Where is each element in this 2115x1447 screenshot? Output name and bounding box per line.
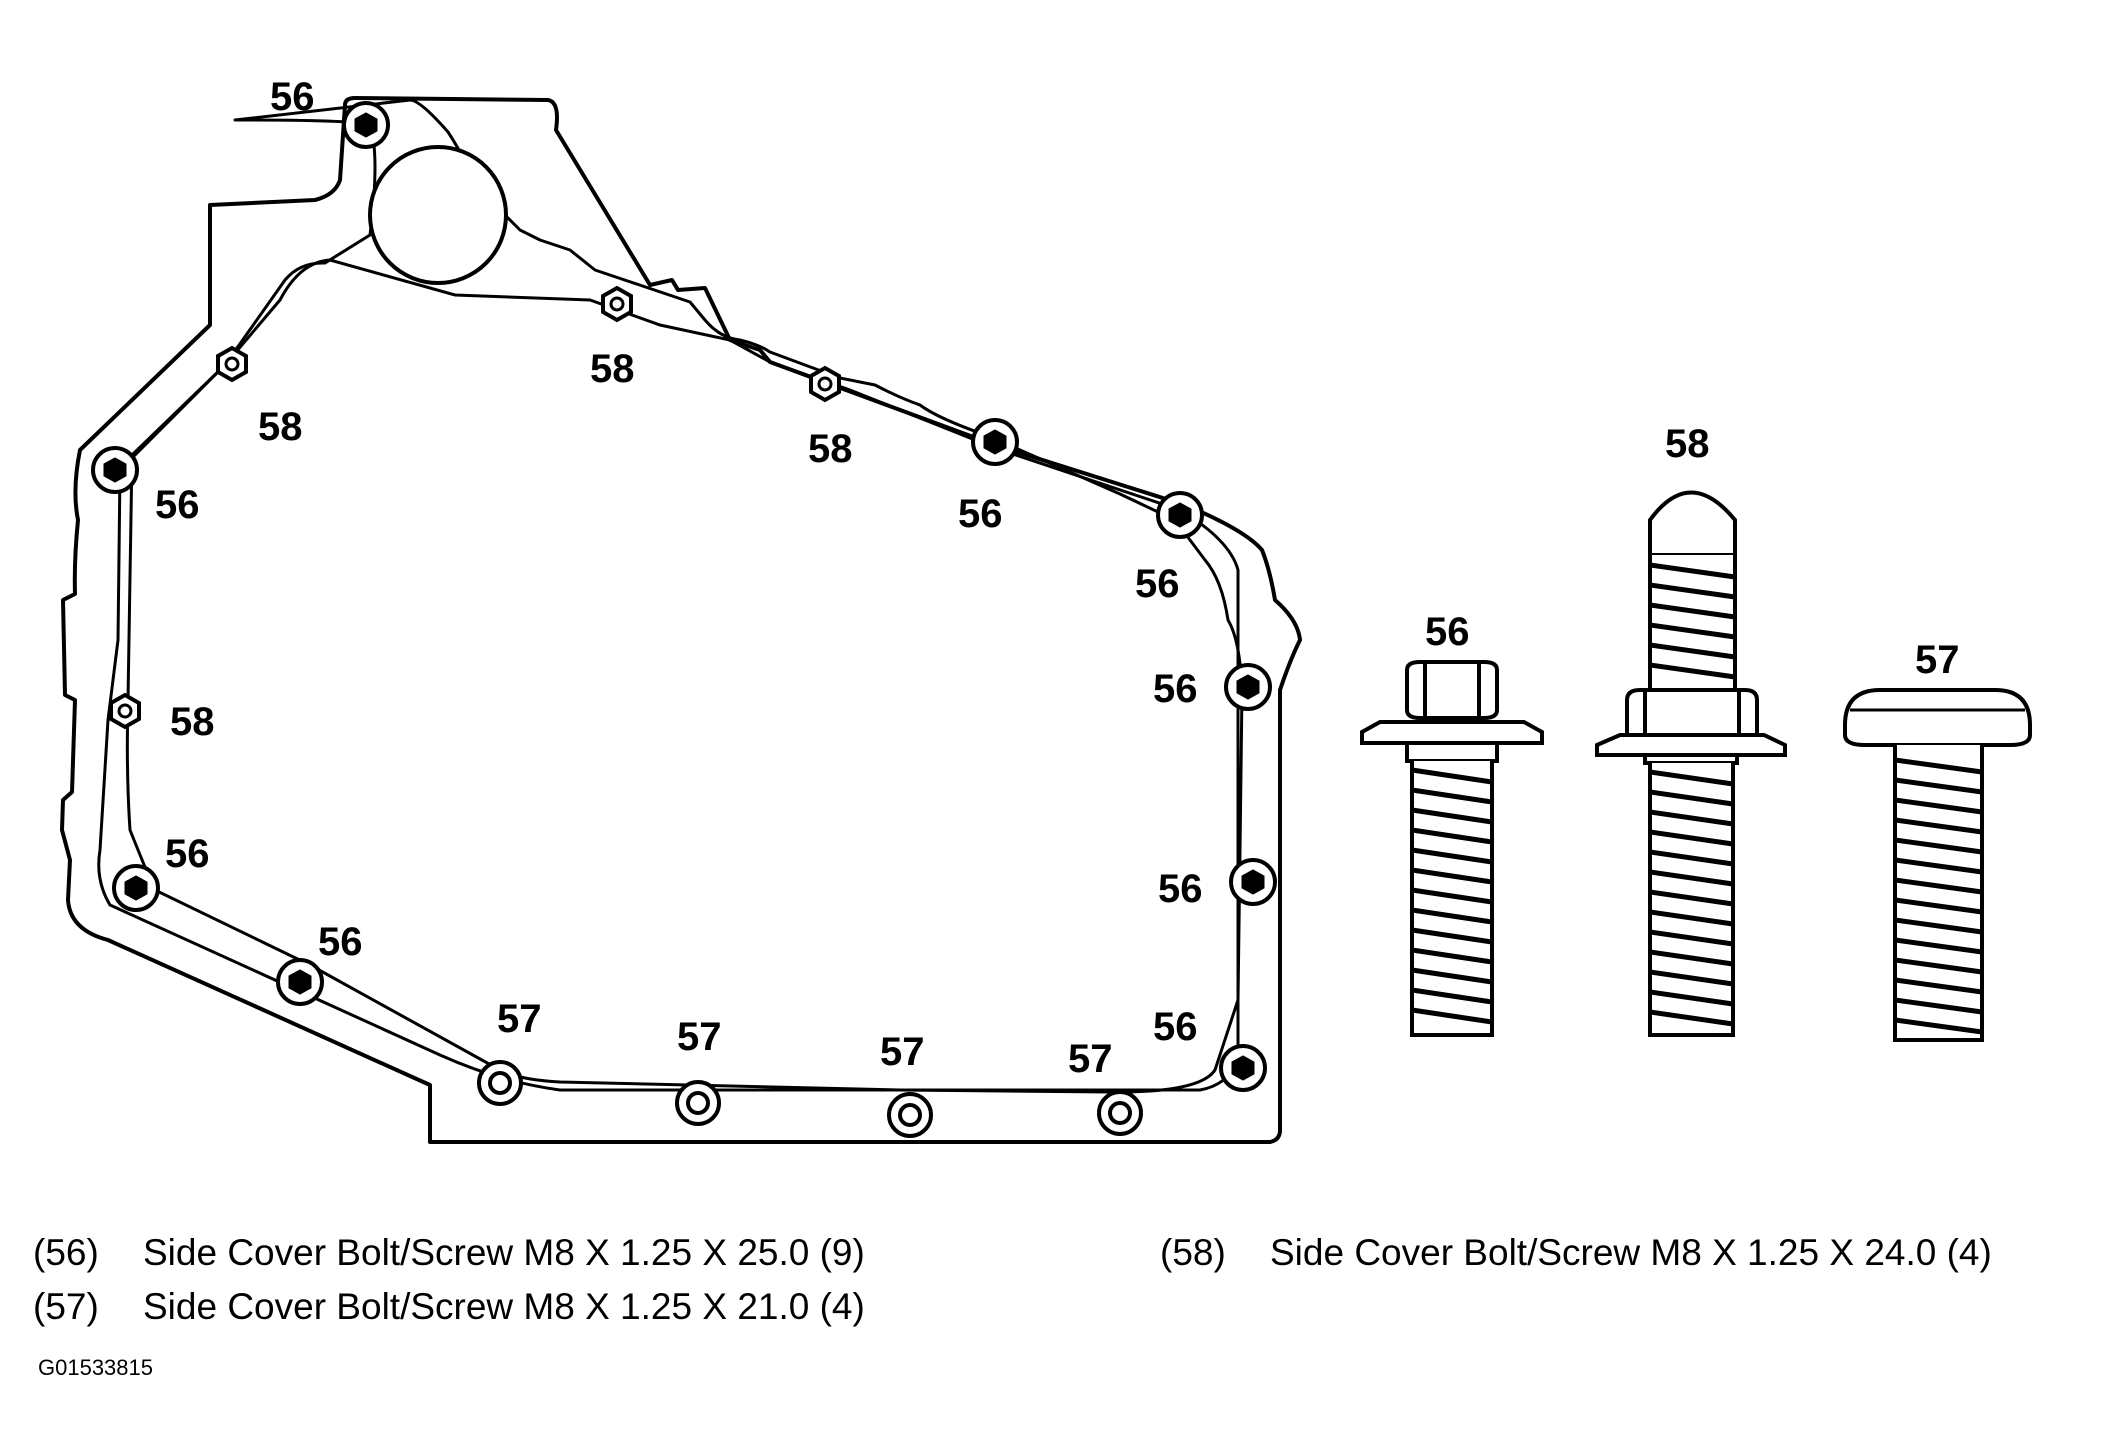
cover-callouts: 56 58 58 56 58 56 56 56 56 58 56 56 57 5…: [155, 75, 1203, 1081]
legend-item-58: (58) Side Cover Bolt/Screw M8 X 1.25 X 24…: [1160, 1232, 1992, 1274]
callout-label: 56: [155, 483, 200, 527]
legend-description: Side Cover Bolt/Screw M8 X 1.25 X 21.0 (…: [143, 1286, 865, 1327]
cavity-outline: [97, 258, 1240, 1092]
bolt-57-marker: [887, 1092, 933, 1138]
legend-code: (56): [33, 1232, 99, 1273]
fastener-58-illustration: 58: [1595, 422, 1787, 1037]
fastener-56-label: 56: [1425, 610, 1470, 654]
fastener-57-label: 57: [1915, 638, 1960, 682]
legend-item-56: (56) Side Cover Bolt/Screw M8 X 1.25 X 25…: [33, 1232, 865, 1274]
access-hole: [368, 145, 508, 285]
callout-label: 56: [1135, 562, 1180, 606]
bolt-58-marker: [216, 345, 248, 383]
callout-label: 56: [165, 832, 210, 876]
legend-item-57: (57) Side Cover Bolt/Screw M8 X 1.25 X 21…: [33, 1286, 865, 1328]
callout-label: 58: [590, 347, 635, 391]
bolt-56-marker: [342, 101, 390, 149]
fastener-58-label: 58: [1665, 422, 1710, 466]
bolt-56-marker: [1229, 858, 1277, 906]
callout-label: 57: [497, 997, 542, 1041]
legend-description: Side Cover Bolt/Screw M8 X 1.25 X 24.0 (…: [1270, 1232, 1992, 1273]
fastener-57-illustration: 57: [1843, 638, 2032, 1042]
bolt-56-marker: [276, 958, 324, 1006]
bolt-56-marker: [91, 446, 139, 494]
figure-id: G01533815: [38, 1355, 153, 1380]
callout-label: 57: [677, 1015, 722, 1059]
callout-label: 58: [808, 427, 853, 471]
bolt-56-marker: [112, 864, 160, 912]
cover-bolts: [91, 101, 1277, 1138]
bolt-58-marker: [601, 285, 633, 323]
bolt-57-marker: [675, 1080, 721, 1126]
bolt-58-marker: [109, 692, 141, 730]
callout-label: 58: [258, 405, 303, 449]
callout-label: 56: [270, 75, 315, 119]
callout-label: 56: [1153, 667, 1198, 711]
callout-label: 58: [170, 700, 215, 744]
callout-label: 57: [880, 1030, 925, 1074]
bolt-56-marker: [971, 418, 1019, 466]
callout-label: 56: [958, 492, 1003, 536]
bolt-56-marker: [1156, 491, 1204, 539]
legend-code: (57): [33, 1286, 99, 1327]
bolt-57-marker: [477, 1060, 523, 1106]
callout-label: 57: [1068, 1037, 1113, 1081]
callout-label: 56: [318, 920, 363, 964]
bolt-56-marker: [1224, 663, 1272, 711]
legend-description: Side Cover Bolt/Screw M8 X 1.25 X 25.0 (…: [143, 1232, 865, 1273]
callout-label: 56: [1153, 1005, 1198, 1049]
fastener-56-illustration: 56: [1360, 610, 1544, 1037]
bolt-56-marker: [1219, 1044, 1267, 1092]
callout-label: 56: [1158, 867, 1203, 911]
legend-code: (58): [1160, 1232, 1226, 1273]
side-cover-outline: [60, 96, 1302, 1144]
bolt-58-marker: [809, 365, 841, 403]
bolt-57-marker: [1097, 1090, 1143, 1136]
